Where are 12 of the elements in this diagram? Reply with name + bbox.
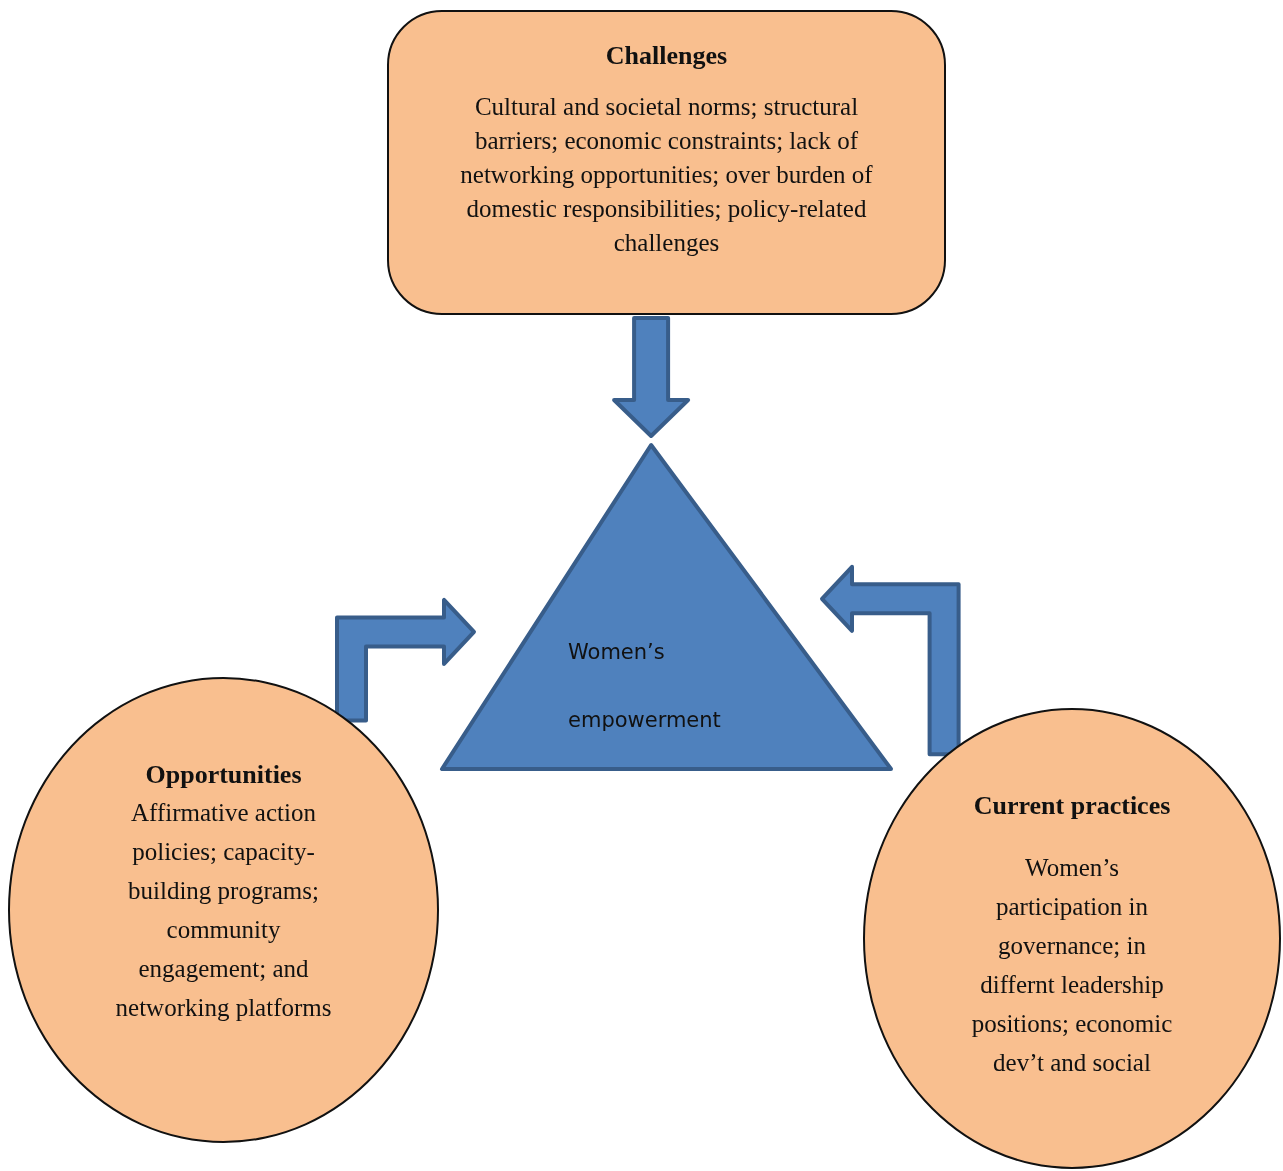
triangle-label: Women’s empowerment (568, 639, 722, 734)
block-arrow (335, 597, 476, 723)
node-heading: Current practices (973, 790, 1171, 822)
rounded-box (387, 10, 946, 315)
block-arrow (820, 564, 961, 757)
node-heading: Challenges (605, 40, 728, 72)
node-text: Cultural and societal norms; structural barriers; economic constraints; lack of networking opportunities; over burden of domestic responsibilities; policy-related challenges (459, 92, 874, 258)
node-text: Affirmative action policies; capacity-building programs; community engagement; and networking platforms (114, 798, 333, 1023)
triangle-shape (440, 443, 893, 771)
node-text: Women’s participation in governance; in differnt leadership positions; economic dev’t and social (970, 853, 1174, 1078)
block-arrow (612, 316, 691, 438)
node-heading: Opportunities (145, 759, 302, 791)
